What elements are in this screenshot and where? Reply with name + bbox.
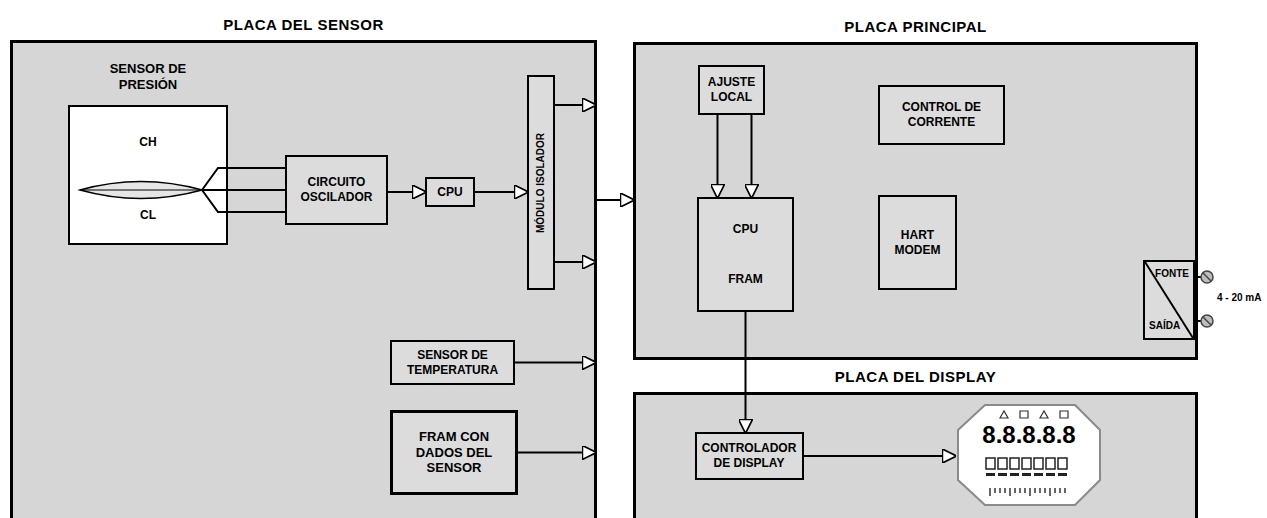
board-title: PLACA PRINCIPAL [636,18,1195,36]
main-board: AJUSTE LOCAL CONTROL DE CORRENTE CPU FRAM HA… [633,42,1198,360]
lcd-bar [1058,473,1067,476]
lcd-icon [1060,411,1068,418]
lcd-icon [1020,411,1028,418]
diagonal-line [1145,262,1193,338]
lcd-tick [1004,488,1006,493]
signal-connector [751,115,753,197]
signal-arrow [804,455,956,457]
lcd-bar [1046,473,1055,476]
lcd-bar [986,473,995,476]
lcd-tick [1054,488,1056,493]
signal-connector [745,312,747,432]
signal-connector [597,199,633,201]
block-label: FRAM CON DADOS DEL SENSOR [409,429,499,477]
diaphragm-line [80,190,202,191]
lcd-cell [986,458,995,469]
lcd-bar [1034,473,1043,476]
lcd-tick [1064,488,1066,493]
lcd-cell [1010,458,1019,469]
oscillator-box: CIRCUITO OSCILADOR [285,155,388,225]
board-title: PLACA DEL DISPLAY [636,368,1195,386]
block-label: CONTROLADOR DE DISPLAY [702,441,797,470]
sensor-board: SENSOR DE PRESIÓN CH CL CIRCUITO OSCILADOR C… [10,40,597,518]
block-label: MÓDULO ISOLADOR [535,133,547,233]
temperature-sensor: SENSOR DE TEMPERATURA [390,340,515,385]
block-label: SENSOR DE PRESIÓN [88,61,208,93]
lcd-tick [1029,488,1031,496]
block-label: CH [70,135,226,150]
lcd-tick [1024,488,1026,493]
lcd-tick [1059,488,1061,493]
block-label: CIRCUITO OSCILADOR [292,175,381,204]
lcd-display [958,405,1100,505]
isolator-module: MÓDULO ISOLADOR [527,75,555,290]
lcd-cell [1022,458,1031,469]
display-controller: CONTROLADOR DE DISPLAY [695,432,804,480]
lcd-tick [999,488,1001,493]
pressure-sensor: SENSOR DE PRESIÓNCHCL [68,105,228,245]
lcd-tick [994,488,996,493]
board-title: PLACA DEL SENSOR [13,16,594,34]
lcd-bar [1022,473,1031,476]
lcd-tick [989,488,991,496]
power-output-box: FONTE SAÍDA [1143,260,1195,340]
signal-arrow [555,261,595,263]
lcd-tick [1019,488,1021,493]
lcd-cell [1034,458,1043,469]
block-label: CPU [733,222,758,237]
lcd-outline [958,405,1100,505]
lcd-icon [1000,411,1008,418]
signal-arrow [518,452,595,454]
block-label: FRAM [728,272,763,287]
screw-slot [1203,273,1211,325]
cpu-fram-box: CPU FRAM [697,197,794,312]
lcd-bar [998,473,1007,476]
signal-connector [228,189,285,191]
signal-connector [475,191,527,193]
block-label: SAÍDA [1149,320,1180,332]
block-label: HART MODEM [885,228,950,257]
lcd-tick [1014,488,1016,493]
signal-connector [388,191,425,193]
lcd-tick [1034,488,1036,493]
signal-arrow [515,362,595,364]
fram-box: FRAM CON DADOS DEL SENSOR [390,410,518,495]
current-control-box: CONTROL DE CORRENTE [878,85,1005,145]
block-label: CPU [437,185,462,200]
block-label: AJUSTE LOCAL [705,75,758,104]
block-label: CL [70,208,226,223]
lcd-tick [1039,488,1041,493]
signal-connector [717,115,719,197]
signal-range: 4 - 20 mA [1217,292,1261,303]
block-label: FONTE [1155,268,1189,280]
lcd-cell [998,458,1007,469]
adjust-box: AJUSTE LOCAL [698,65,765,115]
lcd-bar [1010,473,1019,476]
sensor-wire [202,189,228,191]
lcd-icon [1040,411,1048,418]
hart-modem-box: HART MODEM [878,195,957,290]
cpu-box: CPU [425,177,475,207]
block-label: CONTROL DE CORRENTE [885,100,998,129]
lcd-cell [1058,458,1067,469]
lcd-tick [1009,488,1011,496]
signal-arrow [555,104,595,106]
lcd-tick [1044,488,1046,493]
lcd-digits: 8.8.8.8.8 [982,421,1075,449]
lcd-cell [1046,458,1055,469]
lcd-tick [1049,488,1051,496]
block-label: SENSOR DE TEMPERATURA [397,348,508,377]
